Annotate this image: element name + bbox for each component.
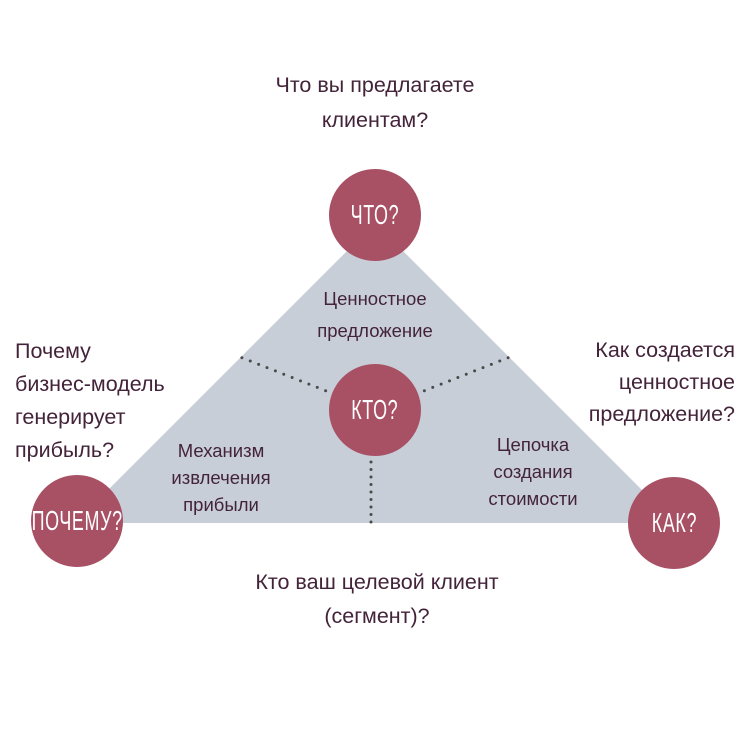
dotted-line-left (238, 355, 336, 396)
side-label-profit-mechanism: Механизм извлечения прибыли (171, 440, 271, 515)
side-label-value-proposition: Ценностное предложение (317, 288, 433, 341)
node-who-label: КТО? (351, 394, 399, 425)
question-how-created: Как создается ценностное предложение? (588, 338, 735, 426)
dotted-line-right (414, 355, 512, 396)
node-why-circle: ПОЧЕМУ? (31, 475, 123, 567)
node-how-label: КАК? (651, 507, 697, 538)
node-why-label: ПОЧЕМУ? (31, 505, 123, 536)
node-who-circle: КТО? (329, 364, 421, 456)
node-what-label: ЧТО? (350, 199, 400, 230)
node-what-circle: ЧТО? (329, 169, 421, 261)
question-who-customer: Кто ваш целевой клиент (сегмент)? (255, 570, 499, 628)
question-what-offer: Что вы предлагаете клиентам? (275, 73, 475, 132)
node-how-circle: КАК? (628, 477, 720, 569)
side-label-value-chain: Цепочка создания стоимости (488, 434, 578, 509)
question-why-profit: Почему бизнес-модель генерирует прибыль? (15, 339, 165, 462)
